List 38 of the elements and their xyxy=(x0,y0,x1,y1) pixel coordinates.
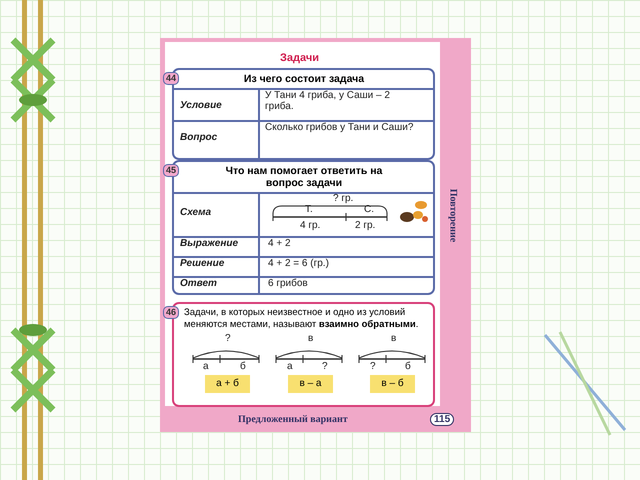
scheme-label: в xyxy=(391,333,396,344)
row-header: Решение xyxy=(180,258,224,269)
cell-text: 6 грибов xyxy=(268,278,308,289)
cell-text: 4 + 2 = 6 (гр.) xyxy=(268,258,329,269)
row-header: Выражение xyxy=(180,238,238,249)
row-header: Ответ xyxy=(180,278,217,289)
page-number: 115 xyxy=(430,413,454,426)
page-title: Задачи xyxy=(280,52,319,64)
table-heading: Из чего состоит задача xyxy=(242,73,366,85)
scheme-label: С. xyxy=(364,204,374,215)
side-heading: Повторение xyxy=(448,188,458,244)
number-badge: 44 xyxy=(163,72,180,85)
row-header: Вопрос xyxy=(180,132,218,143)
scheme-label: 4 гр. xyxy=(300,220,320,231)
scheme-label: ? xyxy=(322,361,328,372)
row-header: Условие xyxy=(180,100,222,111)
formula-box: в – а xyxy=(288,375,333,393)
scheme-label: б xyxy=(405,361,411,372)
scheme-label: в xyxy=(308,333,314,344)
number-badge: 46 xyxy=(163,306,180,319)
cell-text: У Тани 4 гриба, у Саши – 2 гриба. xyxy=(265,90,391,112)
scheme-label: Т. xyxy=(305,204,313,215)
scheme-label: б xyxy=(240,361,246,372)
table-heading: Что нам помогает ответить на вопрос задачи xyxy=(224,165,384,189)
formula-box: в – б xyxy=(370,375,415,393)
scheme-label: 2 гр. xyxy=(355,220,376,231)
scheme-label: а xyxy=(287,361,293,372)
definition-text: Задачи, в которых неизвестное и одно из условий меняются местами, называют взаимно обратными. xyxy=(184,307,420,331)
scheme-label: ? гр. xyxy=(333,193,354,204)
scheme-label: а xyxy=(203,361,209,372)
formula-box: а + б xyxy=(205,375,250,393)
number-badge: 45 xyxy=(163,164,180,177)
scheme-label: ? xyxy=(225,333,231,344)
footer-text: Предложенный вариант xyxy=(238,414,348,425)
row-header: Схема xyxy=(180,207,212,218)
cell-text: 4 + 2 xyxy=(268,238,291,249)
cell-text: Сколько грибов у Тани и Саши? xyxy=(265,122,414,133)
scheme-label: ? xyxy=(370,361,376,372)
